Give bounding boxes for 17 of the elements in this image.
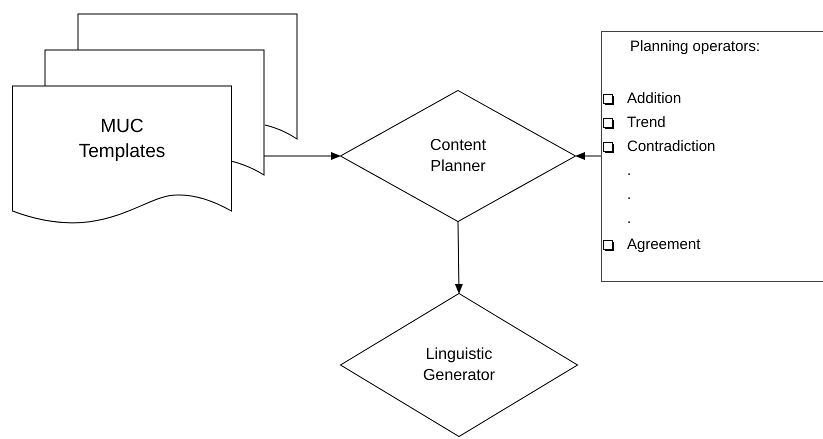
list-item: Agreement [627, 236, 700, 254]
list-item: . [627, 210, 632, 228]
node-label: Linguistic Generator [422, 345, 496, 386]
arrow [454, 222, 463, 294]
list-item: . [627, 162, 632, 180]
list-item: Trend [627, 114, 666, 132]
arrow [575, 152, 602, 160]
node-label: Content Planner [428, 136, 488, 177]
list-item: . [627, 186, 632, 204]
decision-diamond [340, 293, 578, 437]
decision-diamond [340, 90, 576, 222]
panel-heading: Planning operators: [630, 38, 760, 56]
list-item: Contradiction [627, 138, 716, 156]
node-label: MUC Templates [78, 115, 166, 164]
arrow [264, 152, 341, 160]
list-item: Addition [627, 90, 682, 108]
list-panel [601, 31, 823, 282]
